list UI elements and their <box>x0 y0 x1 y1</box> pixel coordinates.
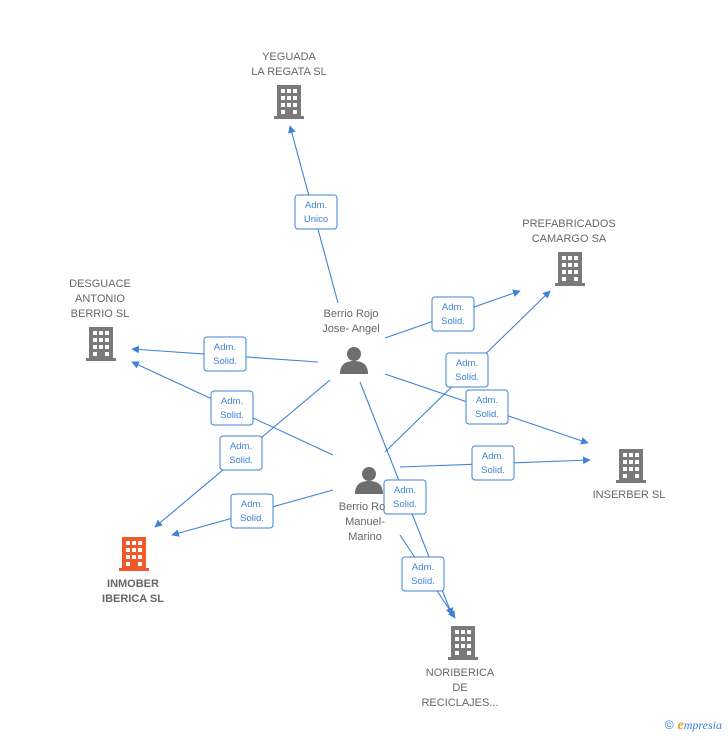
relation-r7-line2: Solid. <box>229 455 253 466</box>
footer-brand: ©empresia <box>665 718 722 734</box>
relation-r1[interactable]: Adm. Unico <box>294 194 338 230</box>
node-jose-line2: Jose- Angel <box>322 323 379 335</box>
building-icon <box>448 626 478 660</box>
node-inmober-line2: IBERICA SL <box>102 593 164 605</box>
node-manuel-line3: Marino <box>348 531 382 543</box>
relation-r11-line2: Solid. <box>411 576 435 587</box>
node-desguace-line3: BERRIO SL <box>71 308 130 320</box>
relation-r4[interactable]: Adm. Solid. <box>445 352 489 388</box>
node-manuel-line2: Manuel- <box>345 516 385 528</box>
person-icon <box>355 467 383 494</box>
relation-r8[interactable]: Adm. Solid. <box>471 445 515 481</box>
relation-r5-line1: Adm. <box>221 396 243 407</box>
relation-r10-line2: Solid. <box>240 513 264 524</box>
building-icon <box>274 85 304 119</box>
relation-r3-line2: Solid. <box>213 356 237 367</box>
relation-r4-line1: Adm. <box>456 358 478 369</box>
relation-r9[interactable]: Adm. Solid. <box>383 479 427 515</box>
node-inmober-line1: INMOBER <box>107 578 159 590</box>
building-icon <box>119 537 149 571</box>
node-prefabricados-line2: CAMARGO SA <box>532 233 607 245</box>
node-prefabricados[interactable]: PREFABRICADOS CAMARGO SA <box>522 218 616 286</box>
relation-r3-line1: Adm. <box>214 342 236 353</box>
node-noriberica-line3: RECICLAJES... <box>421 697 498 709</box>
node-desguace-line2: ANTONIO <box>75 293 125 305</box>
node-inserber[interactable]: INSERBER SL <box>593 449 666 501</box>
brand-logo-e: e <box>677 718 684 733</box>
relation-r5-line2: Solid. <box>220 410 244 421</box>
building-icon <box>555 252 585 286</box>
relation-r2[interactable]: Adm. Solid. <box>431 296 475 332</box>
node-prefabricados-line1: PREFABRICADOS <box>522 218 616 230</box>
node-noriberica[interactable]: NORIBERICA DE RECICLAJES... <box>421 626 499 709</box>
relation-r9-line2: Solid. <box>393 499 417 510</box>
relation-r9-line1: Adm. <box>394 485 416 496</box>
relation-r1-line1: Adm. <box>305 200 327 211</box>
node-jose[interactable]: Berrio Rojo Jose- Angel <box>322 308 380 374</box>
person-icon <box>340 347 368 374</box>
relation-r3[interactable]: Adm. Solid. <box>203 336 247 372</box>
building-icon <box>86 327 116 361</box>
relation-r11[interactable]: Adm. Solid. <box>401 556 445 592</box>
relation-r8-line1: Adm. <box>482 451 504 462</box>
relation-r2-line2: Solid. <box>441 316 465 327</box>
node-manuel[interactable]: Berrio Ro Manuel- Marino <box>339 467 385 543</box>
node-yeguada-line2: LA REGATA SL <box>251 66 326 78</box>
node-noriberica-line1: NORIBERICA <box>426 667 495 679</box>
relation-r1-line2: Unico <box>304 214 328 225</box>
relation-r8-line2: Solid. <box>481 465 505 476</box>
node-inserber-line1: INSERBER SL <box>593 489 666 501</box>
node-manuel-line1: Berrio Ro <box>339 501 385 513</box>
node-jose-line1: Berrio Rojo <box>323 308 378 320</box>
node-noriberica-line2: DE <box>452 682 467 694</box>
relation-r7-line1: Adm. <box>230 441 252 452</box>
building-icon <box>616 449 646 483</box>
relation-r6[interactable]: Adm. Solid. <box>465 389 509 425</box>
node-yeguada-line1: YEGUADA <box>262 51 316 63</box>
relation-r6-line1: Adm. <box>476 395 498 406</box>
brand-logo-text: mpresia <box>683 718 722 732</box>
node-inmober[interactable]: INMOBER IBERICA SL <box>102 537 164 605</box>
relation-r5[interactable]: Adm. Solid. <box>210 390 254 426</box>
relation-r4-line2: Solid. <box>455 372 479 383</box>
relation-r10-line1: Adm. <box>241 499 263 510</box>
relation-r10[interactable]: Adm. Solid. <box>230 493 274 529</box>
copyright-symbol: © <box>664 718 674 732</box>
node-desguace-line1: DESGUACE <box>69 278 131 290</box>
relation-r2-line1: Adm. <box>442 302 464 313</box>
node-desguace[interactable]: DESGUACE ANTONIO BERRIO SL <box>69 278 131 361</box>
relation-r7[interactable]: Adm. Solid. <box>219 435 263 471</box>
node-yeguada[interactable]: YEGUADA LA REGATA SL <box>251 51 327 119</box>
relation-r6-line2: Solid. <box>475 409 499 420</box>
relation-r11-line1: Adm. <box>412 562 434 573</box>
